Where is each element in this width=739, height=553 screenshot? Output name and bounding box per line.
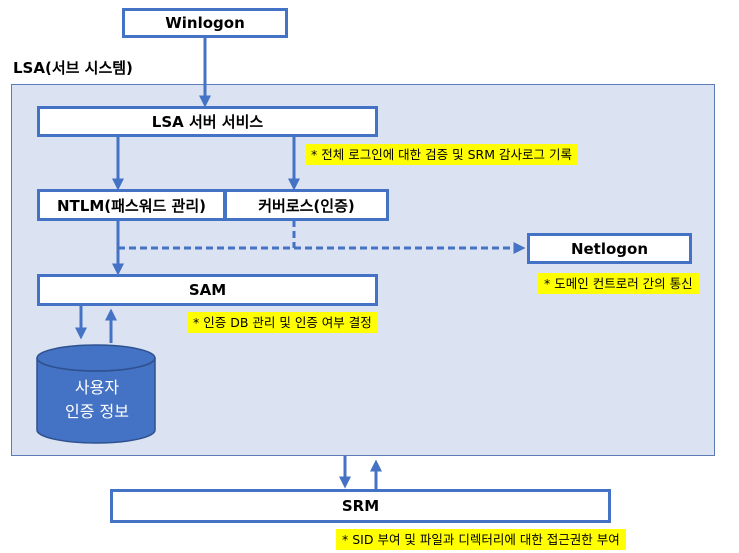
srm-label: SRM (341, 497, 380, 515)
sam-box: SAM (37, 274, 378, 306)
srm-box: SRM (110, 489, 611, 523)
note-netlogon: * 도메인 컨트로러 간의 통신 (538, 273, 699, 294)
note-srm: * SID 부여 및 파일과 디렉터리에 대한 접근권한 부여 (336, 529, 626, 550)
ntlm-box: NTLM(패스워드 관리) (37, 189, 226, 221)
netlogon-box: Netlogon (527, 233, 692, 264)
netlogon-label: Netlogon (570, 239, 649, 258)
user-auth-database-label: 사용자 인증 정보 (38, 376, 156, 424)
sam-label: SAM (188, 281, 227, 299)
lsa-subsystem-label: LSA(서브 시스템) (13, 59, 133, 77)
user-auth-database-icon (36, 344, 156, 444)
lsa-service-box: LSA 서버 서비스 (37, 106, 378, 137)
winlogon-label: Winlogon (165, 14, 245, 32)
ntlm-label: NTLM(패스워드 관리) (56, 196, 206, 215)
note-lsa-service: * 전체 로그인에 대한 검증 및 SRM 감사로그 기록 (305, 144, 578, 165)
kerberos-label: 커버로스(인증) (258, 196, 355, 215)
kerberos-box: 커버로스(인증) (224, 189, 389, 221)
db-label-line1: 사용자 (74, 378, 120, 397)
winlogon-box: Winlogon (122, 8, 288, 38)
note-sam: * 인증 DB 관리 및 인증 여부 결정 (187, 312, 378, 333)
db-label-line2: 인증 정보 (65, 402, 129, 421)
lsa-service-label: LSA 서버 서비스 (151, 113, 264, 131)
